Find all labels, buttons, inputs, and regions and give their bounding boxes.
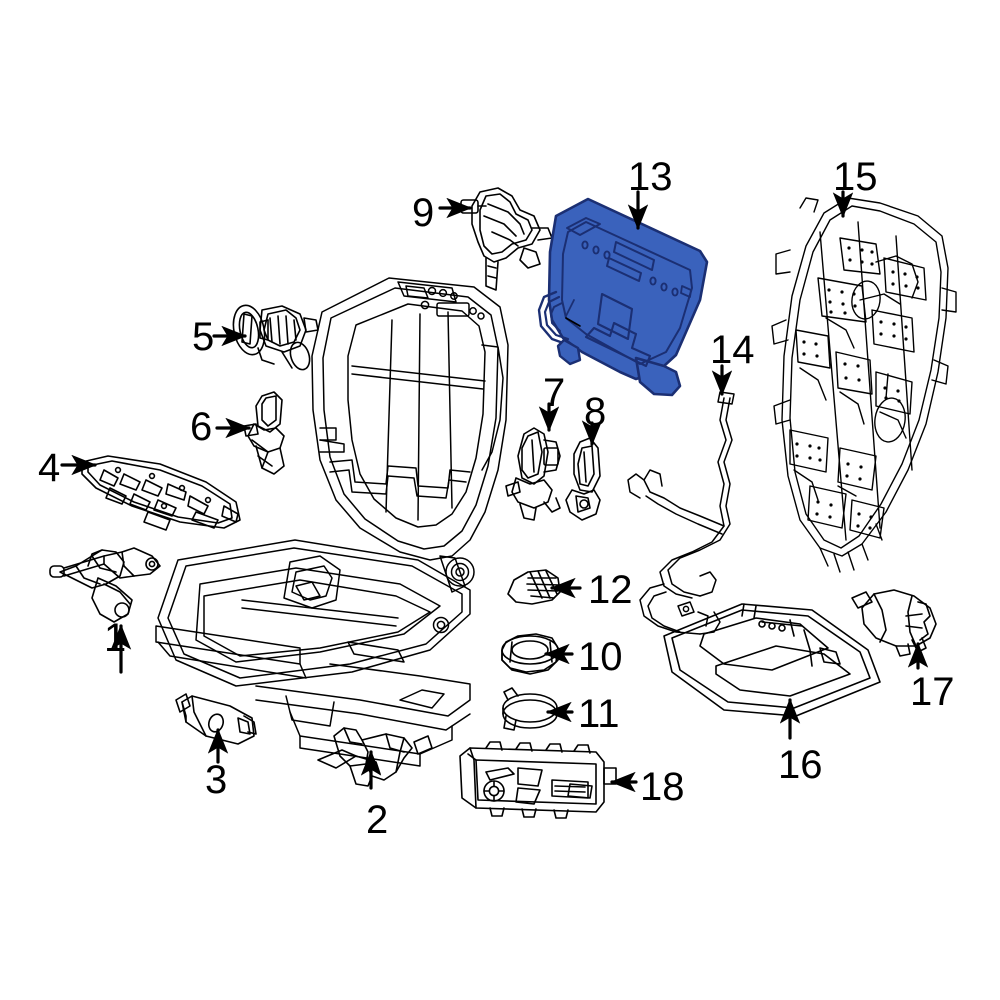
part-6-geometry (243, 391, 285, 475)
callout-label-8[interactable]: 8 (584, 390, 607, 434)
part-11-geometry (502, 687, 558, 731)
callout-label-1[interactable]: 1 (104, 616, 127, 660)
part-7-geometry (505, 427, 561, 521)
part-13-geometry-highlighted (537, 197, 709, 397)
callout-arrows (60, 190, 929, 793)
callout-label-4[interactable]: 4 (38, 446, 61, 490)
callout-label-17[interactable]: 17 (910, 670, 955, 714)
part-2-geometry (317, 727, 433, 787)
part-14-geometry (627, 391, 735, 635)
callout-label-11[interactable]: 11 (578, 692, 620, 736)
callout-label-5[interactable]: 5 (192, 315, 215, 359)
part-17-geometry (851, 589, 937, 657)
callout-label-3[interactable]: 3 (205, 758, 228, 802)
part-5-geometry (232, 304, 319, 371)
seat-frame-assembly (155, 277, 509, 767)
callout-label-18[interactable]: 18 (640, 765, 685, 809)
part-9-geometry (460, 187, 553, 291)
callout-label-9[interactable]: 9 (412, 191, 435, 235)
part-8-geometry (565, 437, 601, 521)
part-10-geometry (501, 633, 559, 675)
part-18-geometry (459, 741, 617, 819)
callout-label-15[interactable]: 15 (833, 155, 878, 199)
callout-label-2[interactable]: 2 (366, 798, 389, 842)
callout-label-14[interactable]: 14 (710, 328, 755, 372)
callout-label-10[interactable]: 10 (578, 635, 623, 679)
part-4-geometry (81, 455, 241, 531)
callout-label-16[interactable]: 16 (778, 743, 823, 787)
callout-label-6[interactable]: 6 (190, 405, 213, 449)
part-1-geometry (49, 547, 161, 623)
callout-label-13[interactable]: 13 (628, 155, 673, 199)
part-3-geometry (175, 693, 257, 745)
callout-label-12[interactable]: 12 (588, 568, 633, 612)
callout-label-7[interactable]: 7 (543, 371, 566, 415)
part-15-geometry (771, 197, 957, 573)
part-16-geometry (663, 603, 881, 717)
